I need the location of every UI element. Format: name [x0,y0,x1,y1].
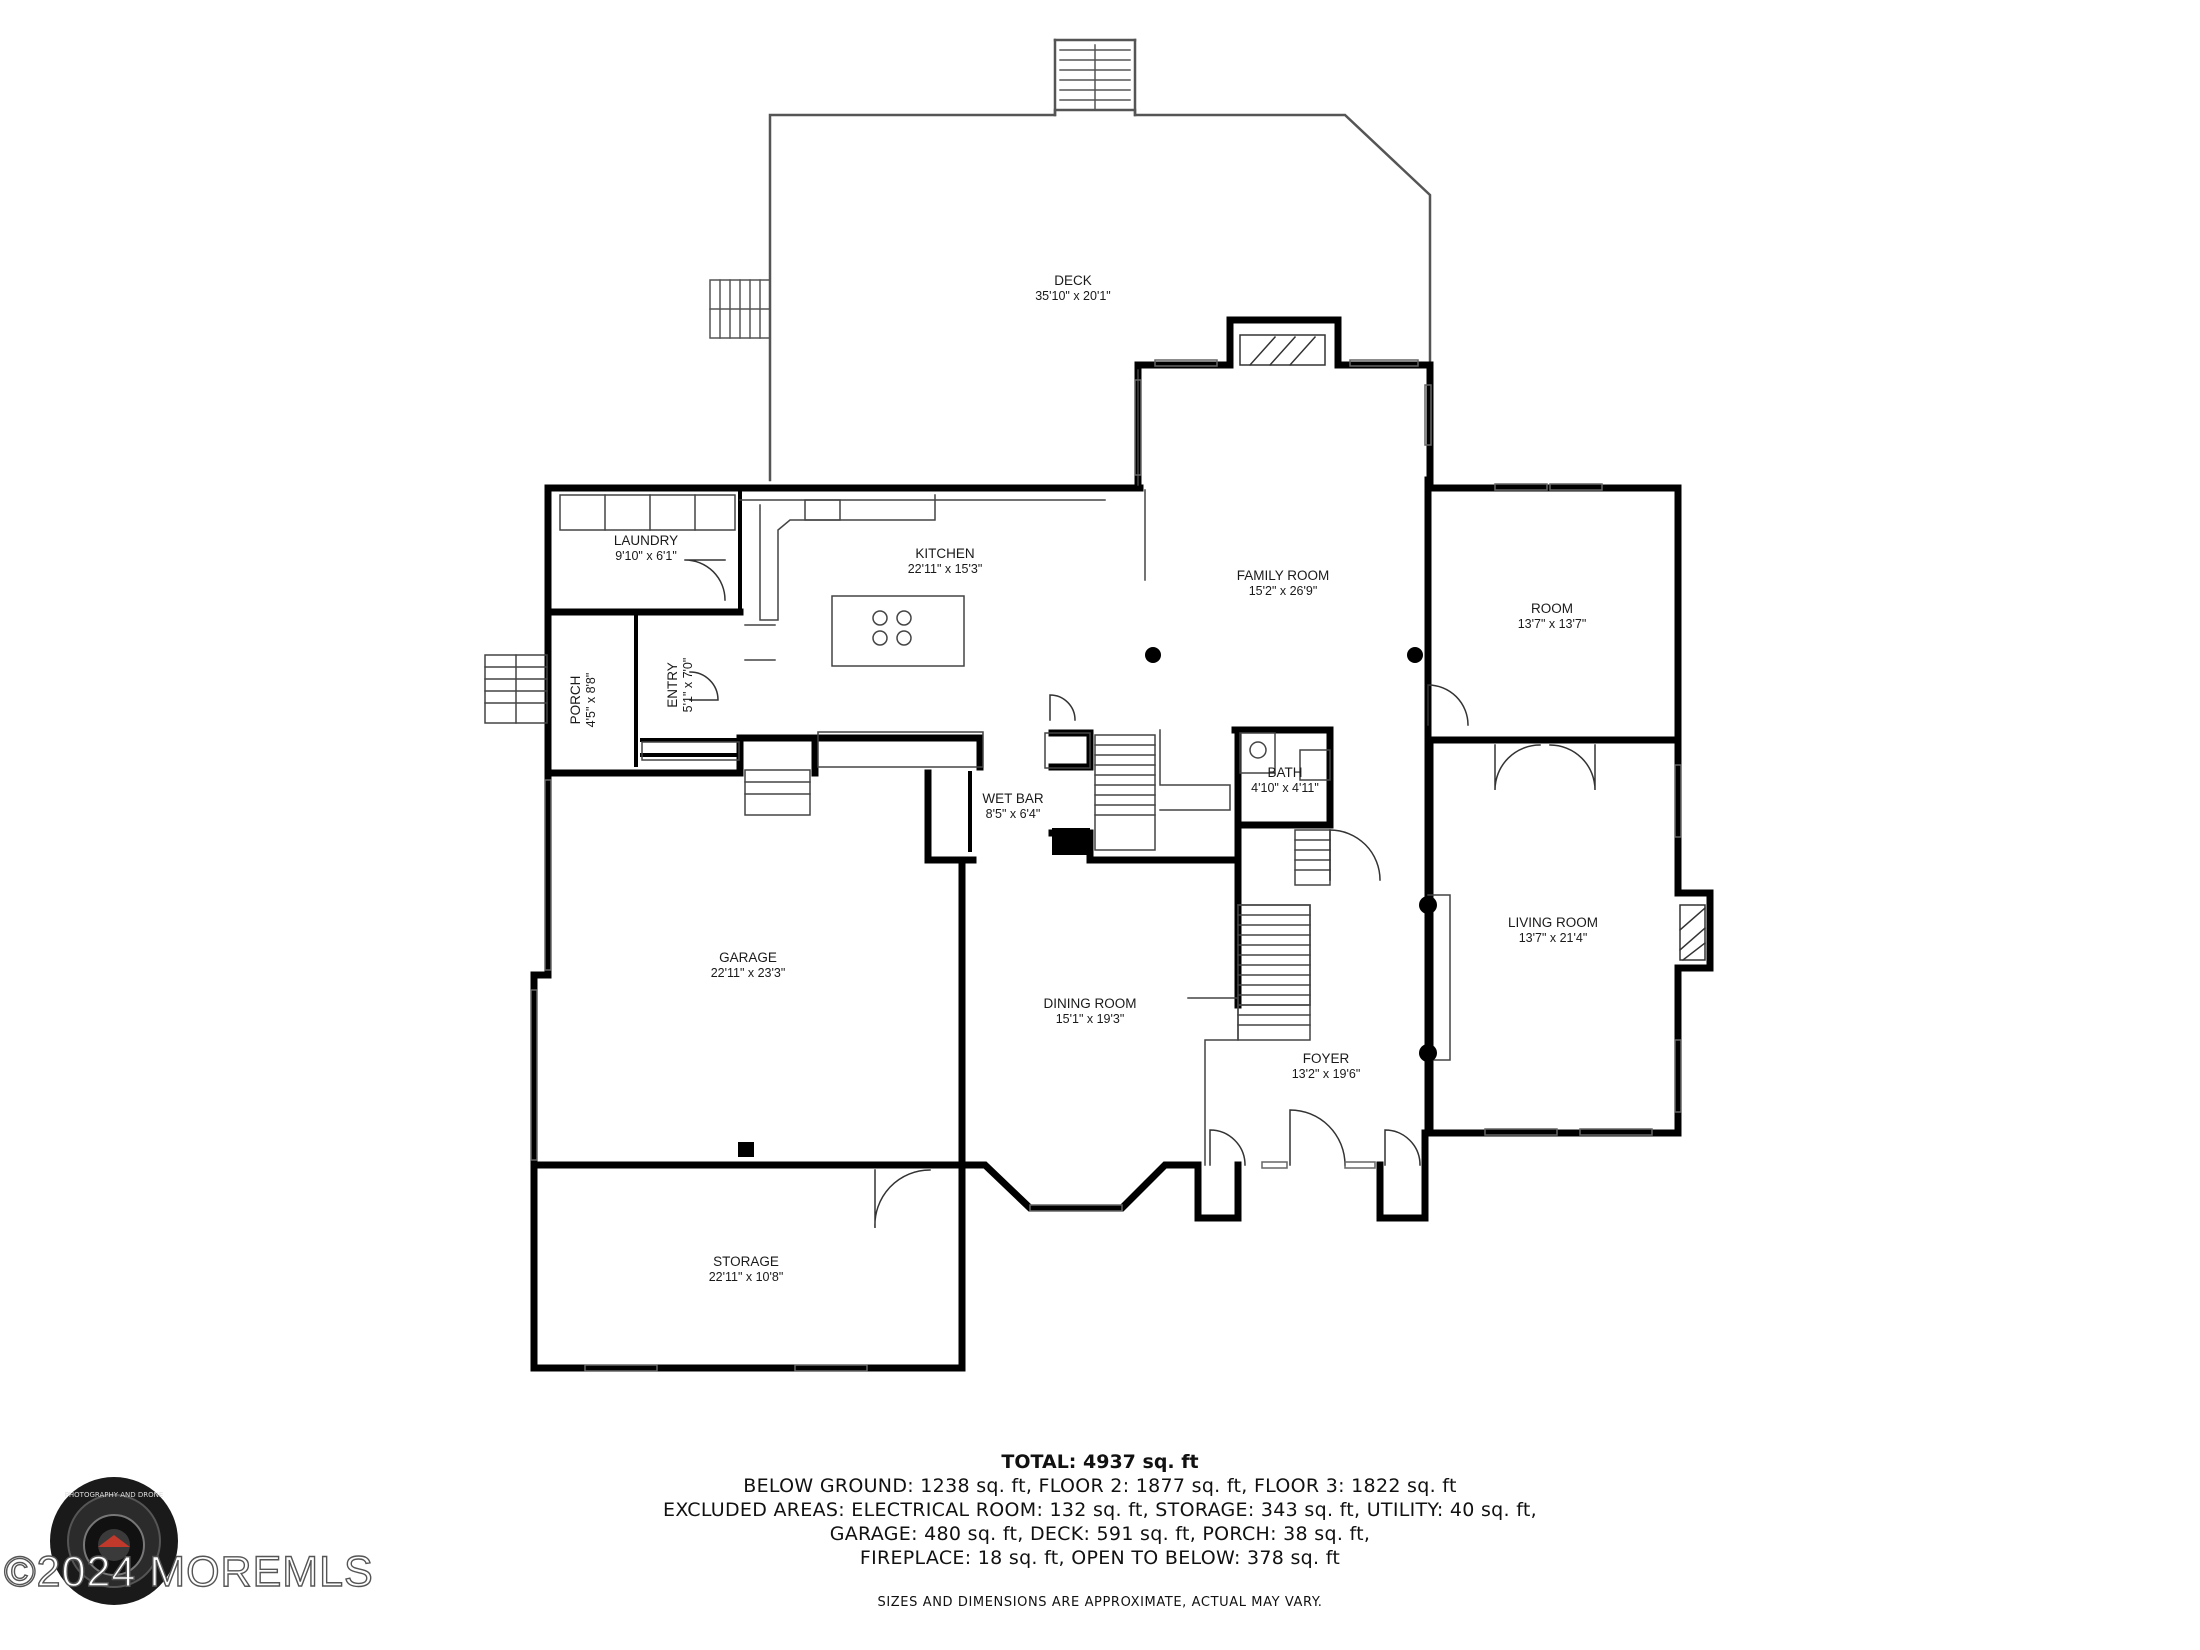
logo-text: PHOTOGRAPHY AND DRONE [65,1491,164,1499]
summary-line-1: BELOW GROUND: 1238 sq. ft, FLOOR 2: 1877… [743,1475,1457,1497]
entry-dims: 5'1" x 7'0" [681,658,695,713]
summary-line-2: EXCLUDED AREAS: ELECTRICAL ROOM: 132 sq.… [663,1499,1537,1521]
room-label: ROOM [1531,601,1573,616]
deck-label: DECK [1054,273,1092,288]
room-dims: 13'7" x 13'7" [1518,617,1587,631]
dining-room-dims: 15'1" x 19'3" [1056,1012,1125,1026]
living-room-label: LIVING ROOM [1508,915,1598,930]
interior-walls [546,486,972,852]
living-room-dims: 13'7" x 21'4" [1519,931,1588,945]
laundry-dims: 9'10" x 6'1" [615,549,677,563]
wet-bar-dims: 8'5" x 6'4" [986,807,1041,821]
wet-bar-label: WET BAR [982,791,1044,806]
laundry-label: LAUNDRY [614,533,678,548]
porch-dims: 4'5" x 8'8" [584,673,598,728]
family-room-dims: 15'2" x 26'9" [1249,584,1318,598]
foyer-label: FOYER [1303,1051,1350,1066]
stairs [484,654,1331,1041]
summary-line-4: FIREPLACE: 18 sq. ft, OPEN TO BELOW: 378… [859,1547,1341,1569]
photographer-logo: PHOTOGRAPHY AND DRONE [50,1477,178,1605]
area-summary: TOTAL: 4937 sq. ft BELOW GROUND: 1238 sq… [0,1450,2200,1570]
copyright-watermark: ©2024 MOREMLS [3,1547,374,1596]
doors [684,559,1596,1229]
deck-outline [768,38,1432,482]
summary-line-3: GARAGE: 480 sq. ft, DECK: 591 sq. ft, PO… [829,1523,1371,1545]
total-area: TOTAL: 4937 sq. ft [1001,1451,1199,1473]
bath-label: BATH [1267,765,1302,780]
windows [530,359,1682,1372]
deck-dims: 35'10" x 20'1" [1035,289,1111,303]
garage-label: GARAGE [719,950,777,965]
garage-dims: 22'11" x 23'3" [711,966,786,980]
porch-label: PORCH [568,676,583,725]
room-labels: DECK 35'10" x 20'1" KITCHEN 22'11" x 15'… [568,273,1598,1284]
dining-room-label: DINING ROOM [1044,996,1137,1011]
kitchen-label: KITCHEN [915,546,974,561]
entry-label: ENTRY [665,662,680,708]
bath-dims: 4'10" x 4'11" [1251,781,1319,795]
deck-stairs-top [1059,44,1131,111]
fireplaces [1239,334,1707,962]
disclaimer: SIZES AND DIMENSIONS ARE APPROXIMATE, AC… [877,1595,1323,1610]
kitchen-dims: 22'11" x 15'3" [908,562,983,576]
foyer-dims: 13'2" x 19'6" [1292,1067,1361,1081]
family-room-label: FAMILY ROOM [1237,568,1330,583]
storage-label: STORAGE [713,1254,779,1269]
storage-dims: 22'11" x 10'8" [709,1270,784,1284]
columns [738,647,1437,1157]
deck-stairs-left [709,279,771,339]
